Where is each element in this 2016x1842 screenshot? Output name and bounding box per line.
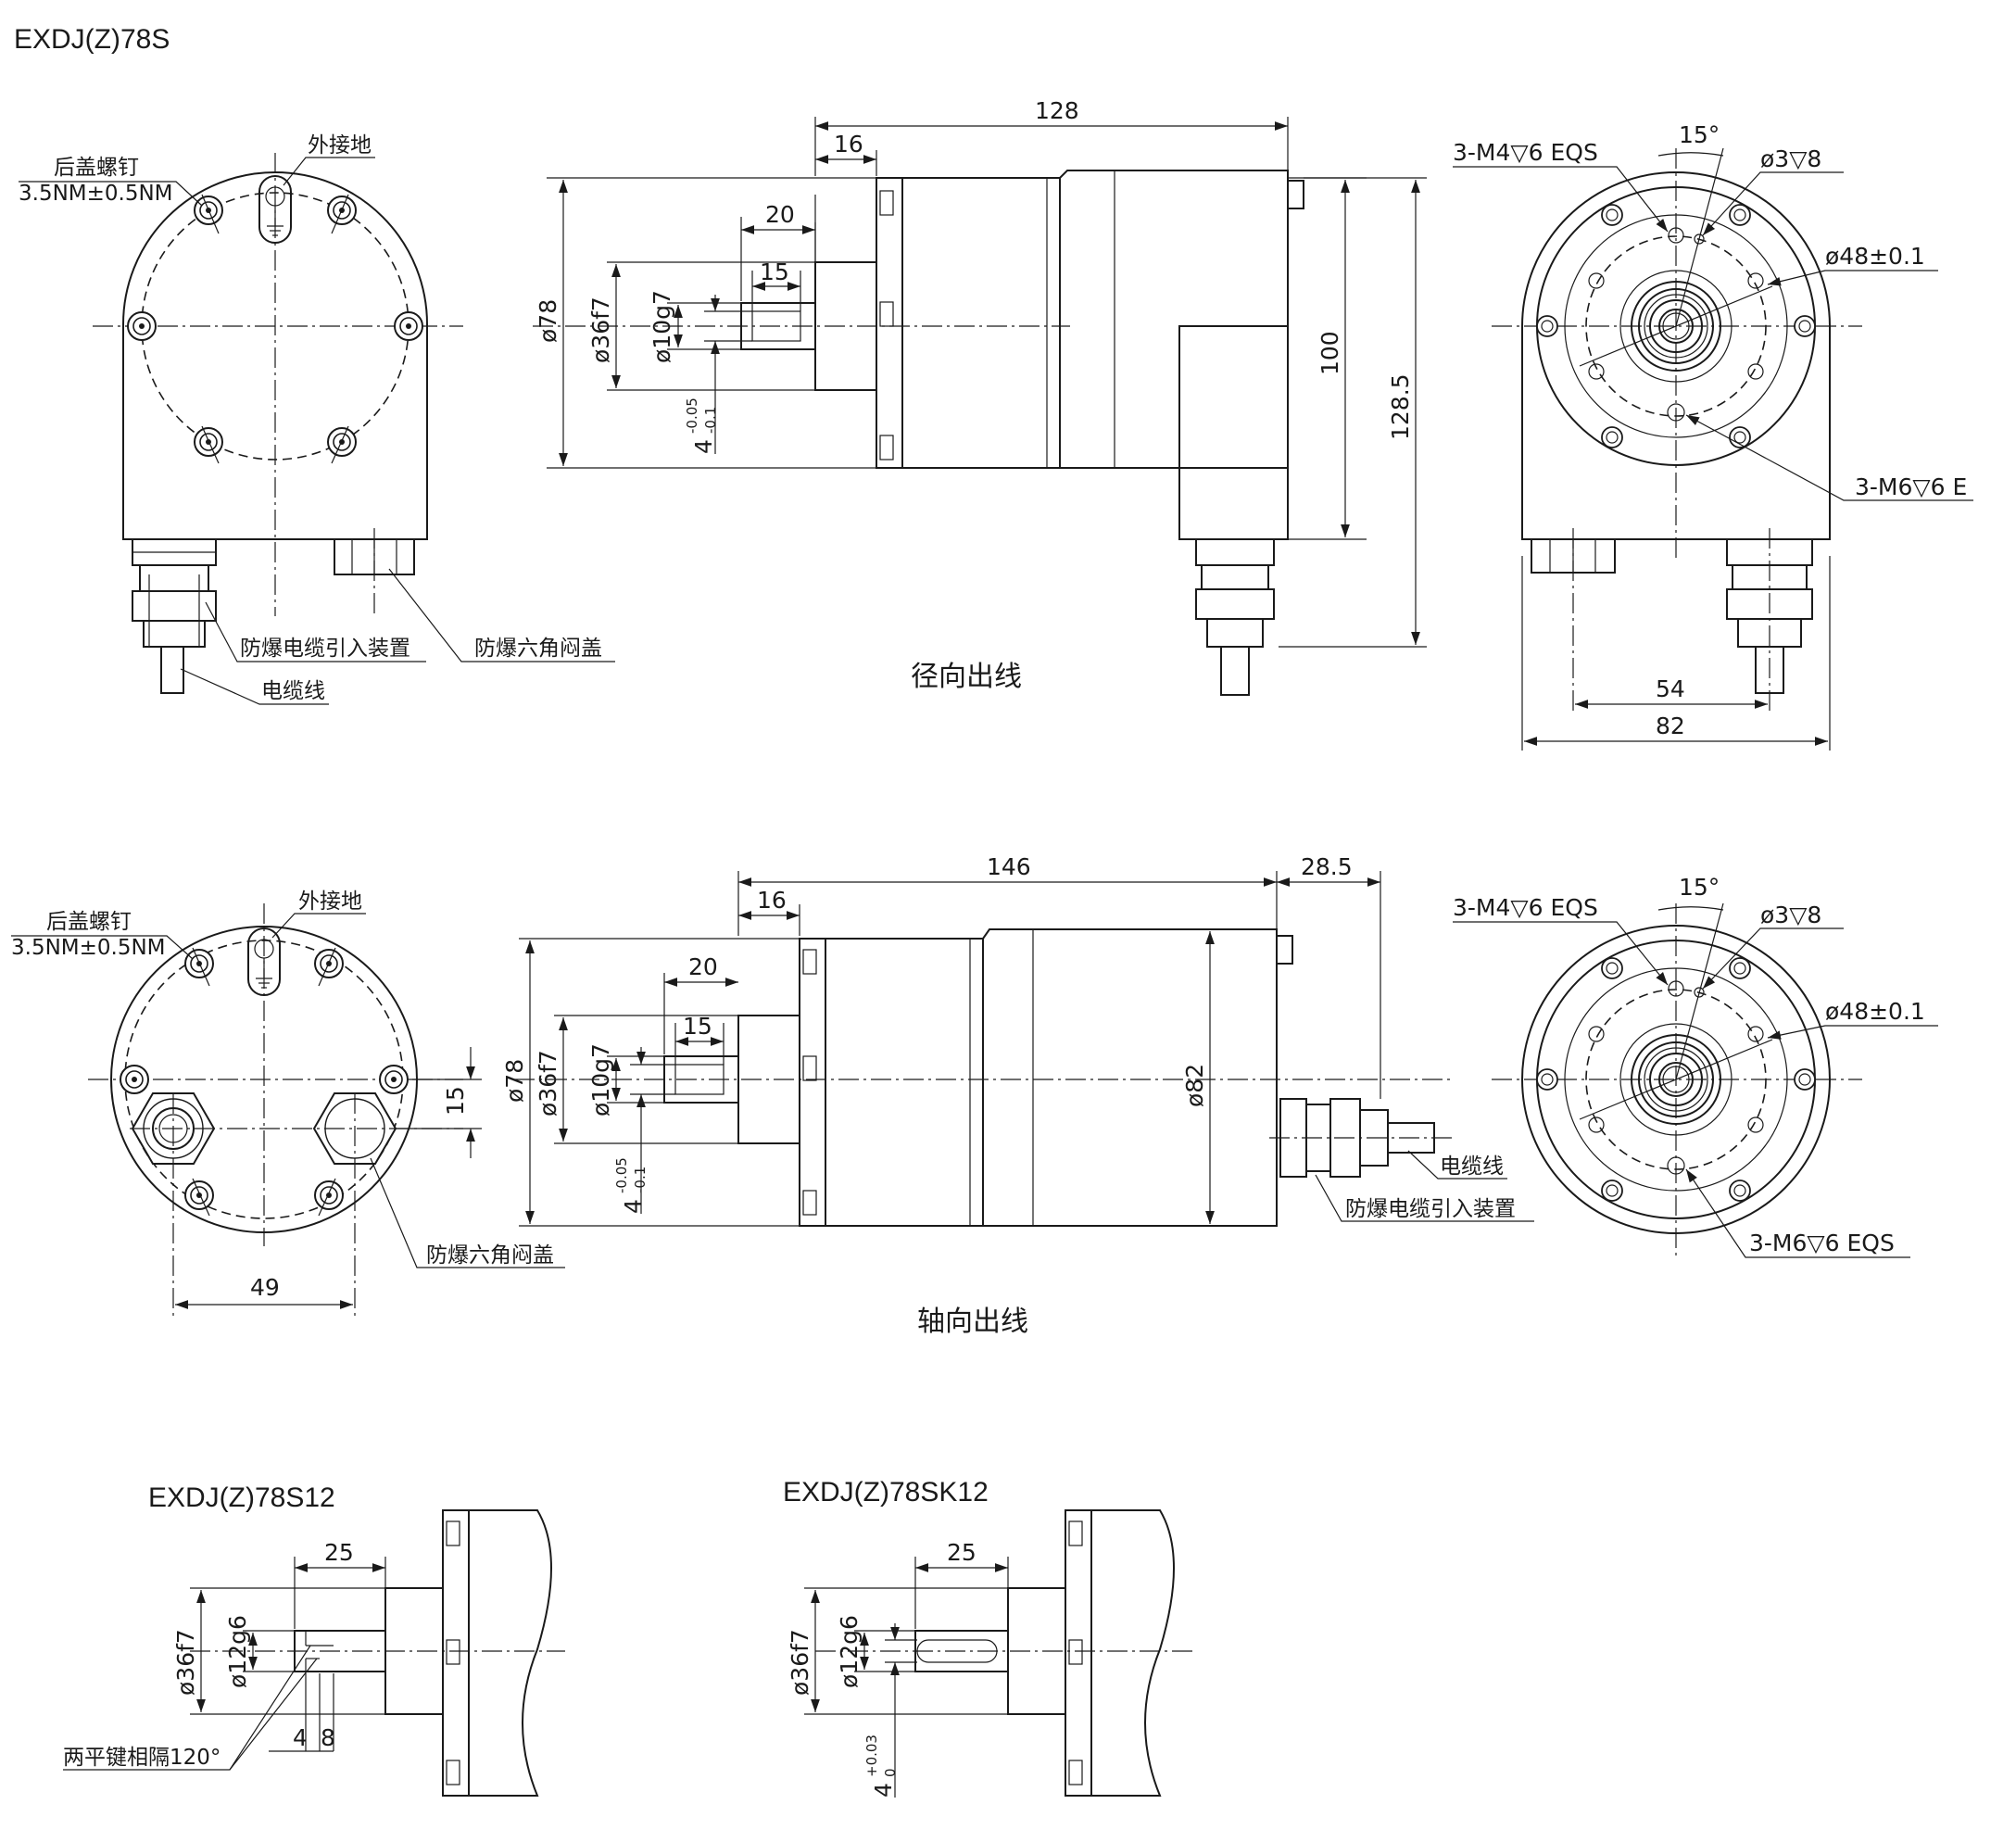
radial-back-labels: 后盖螺钉 3.5NM±0.5NM 外接地 防爆电缆引入装置 防爆六角闷盖 电缆线 — [19, 133, 615, 705]
dim-width-82: 82 — [1656, 713, 1685, 739]
dim-shaft-dia-10g7-2: ø10g7 — [587, 1043, 614, 1117]
label-angle-15-2: 15° — [1679, 874, 1720, 901]
radial-side-dims: 128 16 20 15 ø78 ø36f7 ø10g7 4 -0.05 -0.… — [535, 97, 1427, 648]
dim-key-15-2: 15 — [683, 1013, 712, 1040]
cable-gland-label: 防爆电缆引入装置 — [240, 637, 410, 661]
sk12-dims: 25 ø36f7 ø12g6 4 +0.03 0 — [787, 1539, 1009, 1798]
radial-caption: 径向出线 — [911, 661, 1022, 693]
dim-height-100: 100 — [1317, 331, 1343, 375]
sk12-dim-pilot: ø36f7 — [787, 1629, 813, 1696]
sk12-view — [815, 1509, 1195, 1797]
sk12-key-tol-lower: 0 — [882, 1768, 899, 1777]
axial-cable-gland-label: 防爆电缆引入装置 — [1345, 1197, 1516, 1221]
sk12-key-tol-upper: +0.03 — [863, 1735, 880, 1777]
label-holes-m6-2: 3-M6▽6 EQS — [1749, 1230, 1895, 1256]
label-pin-3-2: ø3▽8 — [1760, 902, 1821, 928]
sk12-title: EXDJ(Z)78SK12 — [783, 1477, 989, 1508]
dim-pilot-36f7-2: ø36f7 — [535, 1050, 561, 1117]
label-pcd-48: ø48±0.1 — [1825, 243, 1925, 270]
dim-key-width-4: 4 — [690, 439, 717, 454]
axial-caption: 轴向出线 — [917, 1306, 1028, 1338]
dim-key-tol-upper: -0.05 — [684, 397, 700, 434]
dim-pilot-36f7: ø36f7 — [587, 296, 614, 363]
s12-flat-b: 8 — [321, 1724, 335, 1751]
dim-key-width-4-2: 4 — [620, 1199, 647, 1214]
s12-dim-25: 25 — [324, 1539, 354, 1566]
label-holes-m4-2: 3-M4▽6 EQS — [1453, 894, 1598, 921]
radial-front-view — [1492, 147, 1862, 712]
torque-label-2: 3.5NM±0.5NM — [11, 936, 166, 960]
dim-shaft-20: 20 — [765, 201, 795, 228]
sk12-dim-shaft-dia: ø12g6 — [836, 1615, 863, 1688]
dim-flange-16: 16 — [834, 131, 863, 158]
axial-side-dims: 146 28.5 16 20 15 ø78 ø36f7 ø10g7 4 -0.0… — [501, 853, 1534, 1227]
dim-key-tol-lower: -0.1 — [702, 407, 719, 434]
rear-cover-screw-label: 后盖螺钉 — [54, 156, 139, 180]
dim-key-tol-upper-2: -0.05 — [613, 1157, 630, 1193]
dim-length-146: 146 — [987, 853, 1031, 880]
sk12-dim-25: 25 — [947, 1539, 976, 1566]
dim-key-tol-lower-2: -0.1 — [632, 1167, 649, 1193]
axial-back-labels: 后盖螺钉 3.5NM±0.5NM 外接地 防爆六角闷盖 15 49 — [11, 889, 565, 1309]
torque-label: 3.5NM±0.5NM — [19, 182, 173, 206]
axial-back-view — [88, 903, 463, 1316]
dim-shaft-dia-10g7: ø10g7 — [649, 290, 675, 363]
s12-flat-a: 4 — [293, 1724, 308, 1751]
dim-body-dia-78: ø78 — [535, 299, 561, 343]
s12-dims: 25 ø36f7 ø12g6 4 8 两平键相隔120° — [63, 1539, 386, 1771]
radial-back-view — [93, 153, 463, 694]
label-pcd-48-2: ø48±0.1 — [1825, 998, 1925, 1025]
ground-label-2: 外接地 — [298, 889, 362, 914]
s12-dim-pilot: ø36f7 — [172, 1629, 199, 1696]
dim-shaft-20-2: 20 — [688, 953, 718, 980]
label-angle-15: 15° — [1679, 121, 1720, 148]
s12-view — [190, 1509, 565, 1797]
page-title: EXDJ(Z)78S — [14, 24, 170, 55]
axial-cable-label: 电缆线 — [1440, 1154, 1504, 1179]
label-pin-3: ø3▽8 — [1760, 145, 1821, 172]
dim-flange-16-2: 16 — [757, 887, 787, 914]
radial-side-view — [533, 170, 1304, 696]
s12-dim-shaft-dia: ø12g6 — [224, 1615, 251, 1688]
axial-front-dims: 3-M4▽6 EQS 15° ø3▽8 ø48±0.1 3-M6▽6 EQS — [1453, 874, 1938, 1258]
dim-spacing-54: 54 — [1656, 675, 1685, 702]
axial-side-view — [514, 928, 1455, 1227]
cable-label: 电缆线 — [261, 679, 325, 703]
label-holes-m4: 3-M4▽6 EQS — [1453, 139, 1598, 166]
axial-front-view — [1492, 902, 1862, 1255]
dim-motor-dia-82: ø82 — [1181, 1064, 1208, 1107]
sk12-dim-key-width: 4 — [870, 1783, 897, 1798]
dim-spacing-49: 49 — [250, 1274, 280, 1301]
dim-height-128-5: 128.5 — [1387, 373, 1414, 440]
hex-plug-label-2: 防爆六角闷盖 — [426, 1243, 554, 1268]
radial-front-dims: 3-M4▽6 EQS 15° ø3▽8 ø48±0.1 3-M6▽6 E 54 … — [1453, 121, 1973, 751]
s12-note: 两平键相隔120° — [63, 1746, 220, 1770]
label-holes-m6: 3-M6▽6 E — [1855, 473, 1967, 500]
dim-length-128: 128 — [1035, 97, 1079, 124]
ground-label: 外接地 — [308, 133, 372, 158]
dim-body-dia-78-2: ø78 — [501, 1059, 528, 1103]
dim-key-15: 15 — [760, 259, 789, 285]
s12-title: EXDJ(Z)78S12 — [148, 1482, 335, 1513]
rear-cover-screw-label-2: 后盖螺钉 — [46, 910, 132, 934]
dim-offset-15: 15 — [442, 1086, 469, 1116]
dim-gland-28-5: 28.5 — [1301, 853, 1353, 880]
hex-plug-label: 防爆六角闷盖 — [474, 637, 602, 661]
